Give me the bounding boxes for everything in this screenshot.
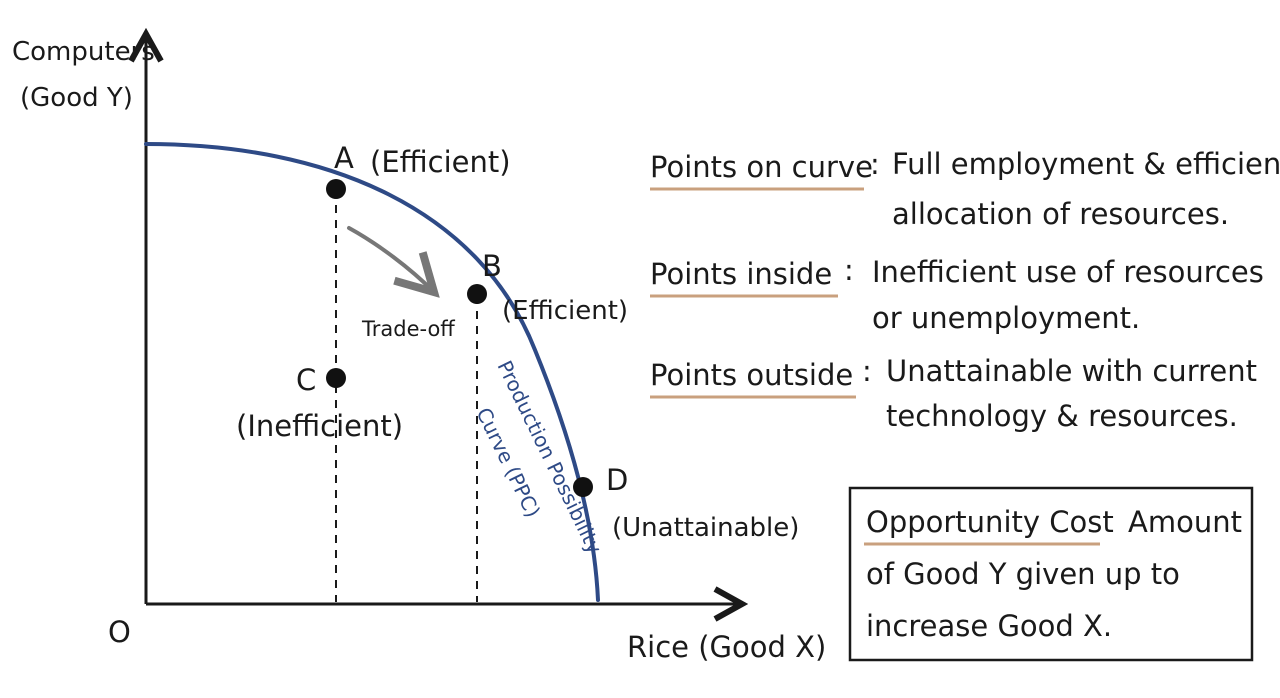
- point-a-status: (Efficient): [370, 145, 511, 179]
- y-axis-label-line2: (Good Y): [20, 83, 133, 113]
- definition-box-frame: [848, 486, 1254, 662]
- note-inside-line1: Inefficient use of resources: [872, 255, 1264, 289]
- y-axis-label-line1: Computers: [12, 37, 155, 67]
- point-c-status: (Inefficient): [236, 409, 403, 443]
- tradeoff-arrow: [347, 226, 434, 292]
- tradeoff-label: Trade-off: [361, 317, 455, 341]
- origin-label: O: [108, 615, 131, 649]
- point-c: [326, 368, 346, 388]
- definition-line3: increase Good X.: [866, 609, 1112, 643]
- note-inside-line2: or unemployment.: [872, 301, 1140, 335]
- note-outside-term: Points outside: [650, 358, 853, 392]
- point-a-label: A: [334, 141, 354, 175]
- definition-line1-rest: Amount: [1128, 505, 1242, 539]
- note-outside-line1: Unattainable with current: [886, 354, 1257, 388]
- point-c-label: C: [296, 363, 316, 397]
- definition-line2: of Good Y given up to: [866, 557, 1180, 591]
- point-b-status: (Efficient): [502, 296, 628, 326]
- definition-box: Opportunity Cost Amount of Good Y given …: [848, 486, 1254, 662]
- definition-term: Opportunity Cost: [866, 505, 1114, 539]
- note-on-curve-colon: :: [870, 147, 880, 181]
- note-on-curve-line2: allocation of resources.: [892, 197, 1229, 231]
- note-on-curve-line1: Full employment & efficient: [892, 147, 1280, 181]
- note-inside-colon: :: [844, 253, 854, 287]
- x-axis-label: Rice (Good X): [627, 630, 826, 664]
- point-b: [467, 284, 487, 304]
- note-outside-colon: :: [862, 354, 872, 388]
- note-on-curve-term: Points on curve: [650, 150, 873, 184]
- notes-panel: Points on curve : Full employment & effi…: [650, 147, 1280, 433]
- point-d: [573, 477, 593, 497]
- point-d-label: D: [606, 463, 628, 497]
- note-inside-term: Points inside: [650, 257, 832, 291]
- note-outside-line2: technology & resources.: [886, 399, 1238, 433]
- point-b-label: B: [482, 249, 502, 283]
- point-d-status: (Unattainable): [612, 513, 799, 543]
- ppc-curve: [144, 142, 600, 602]
- point-a: [326, 179, 346, 199]
